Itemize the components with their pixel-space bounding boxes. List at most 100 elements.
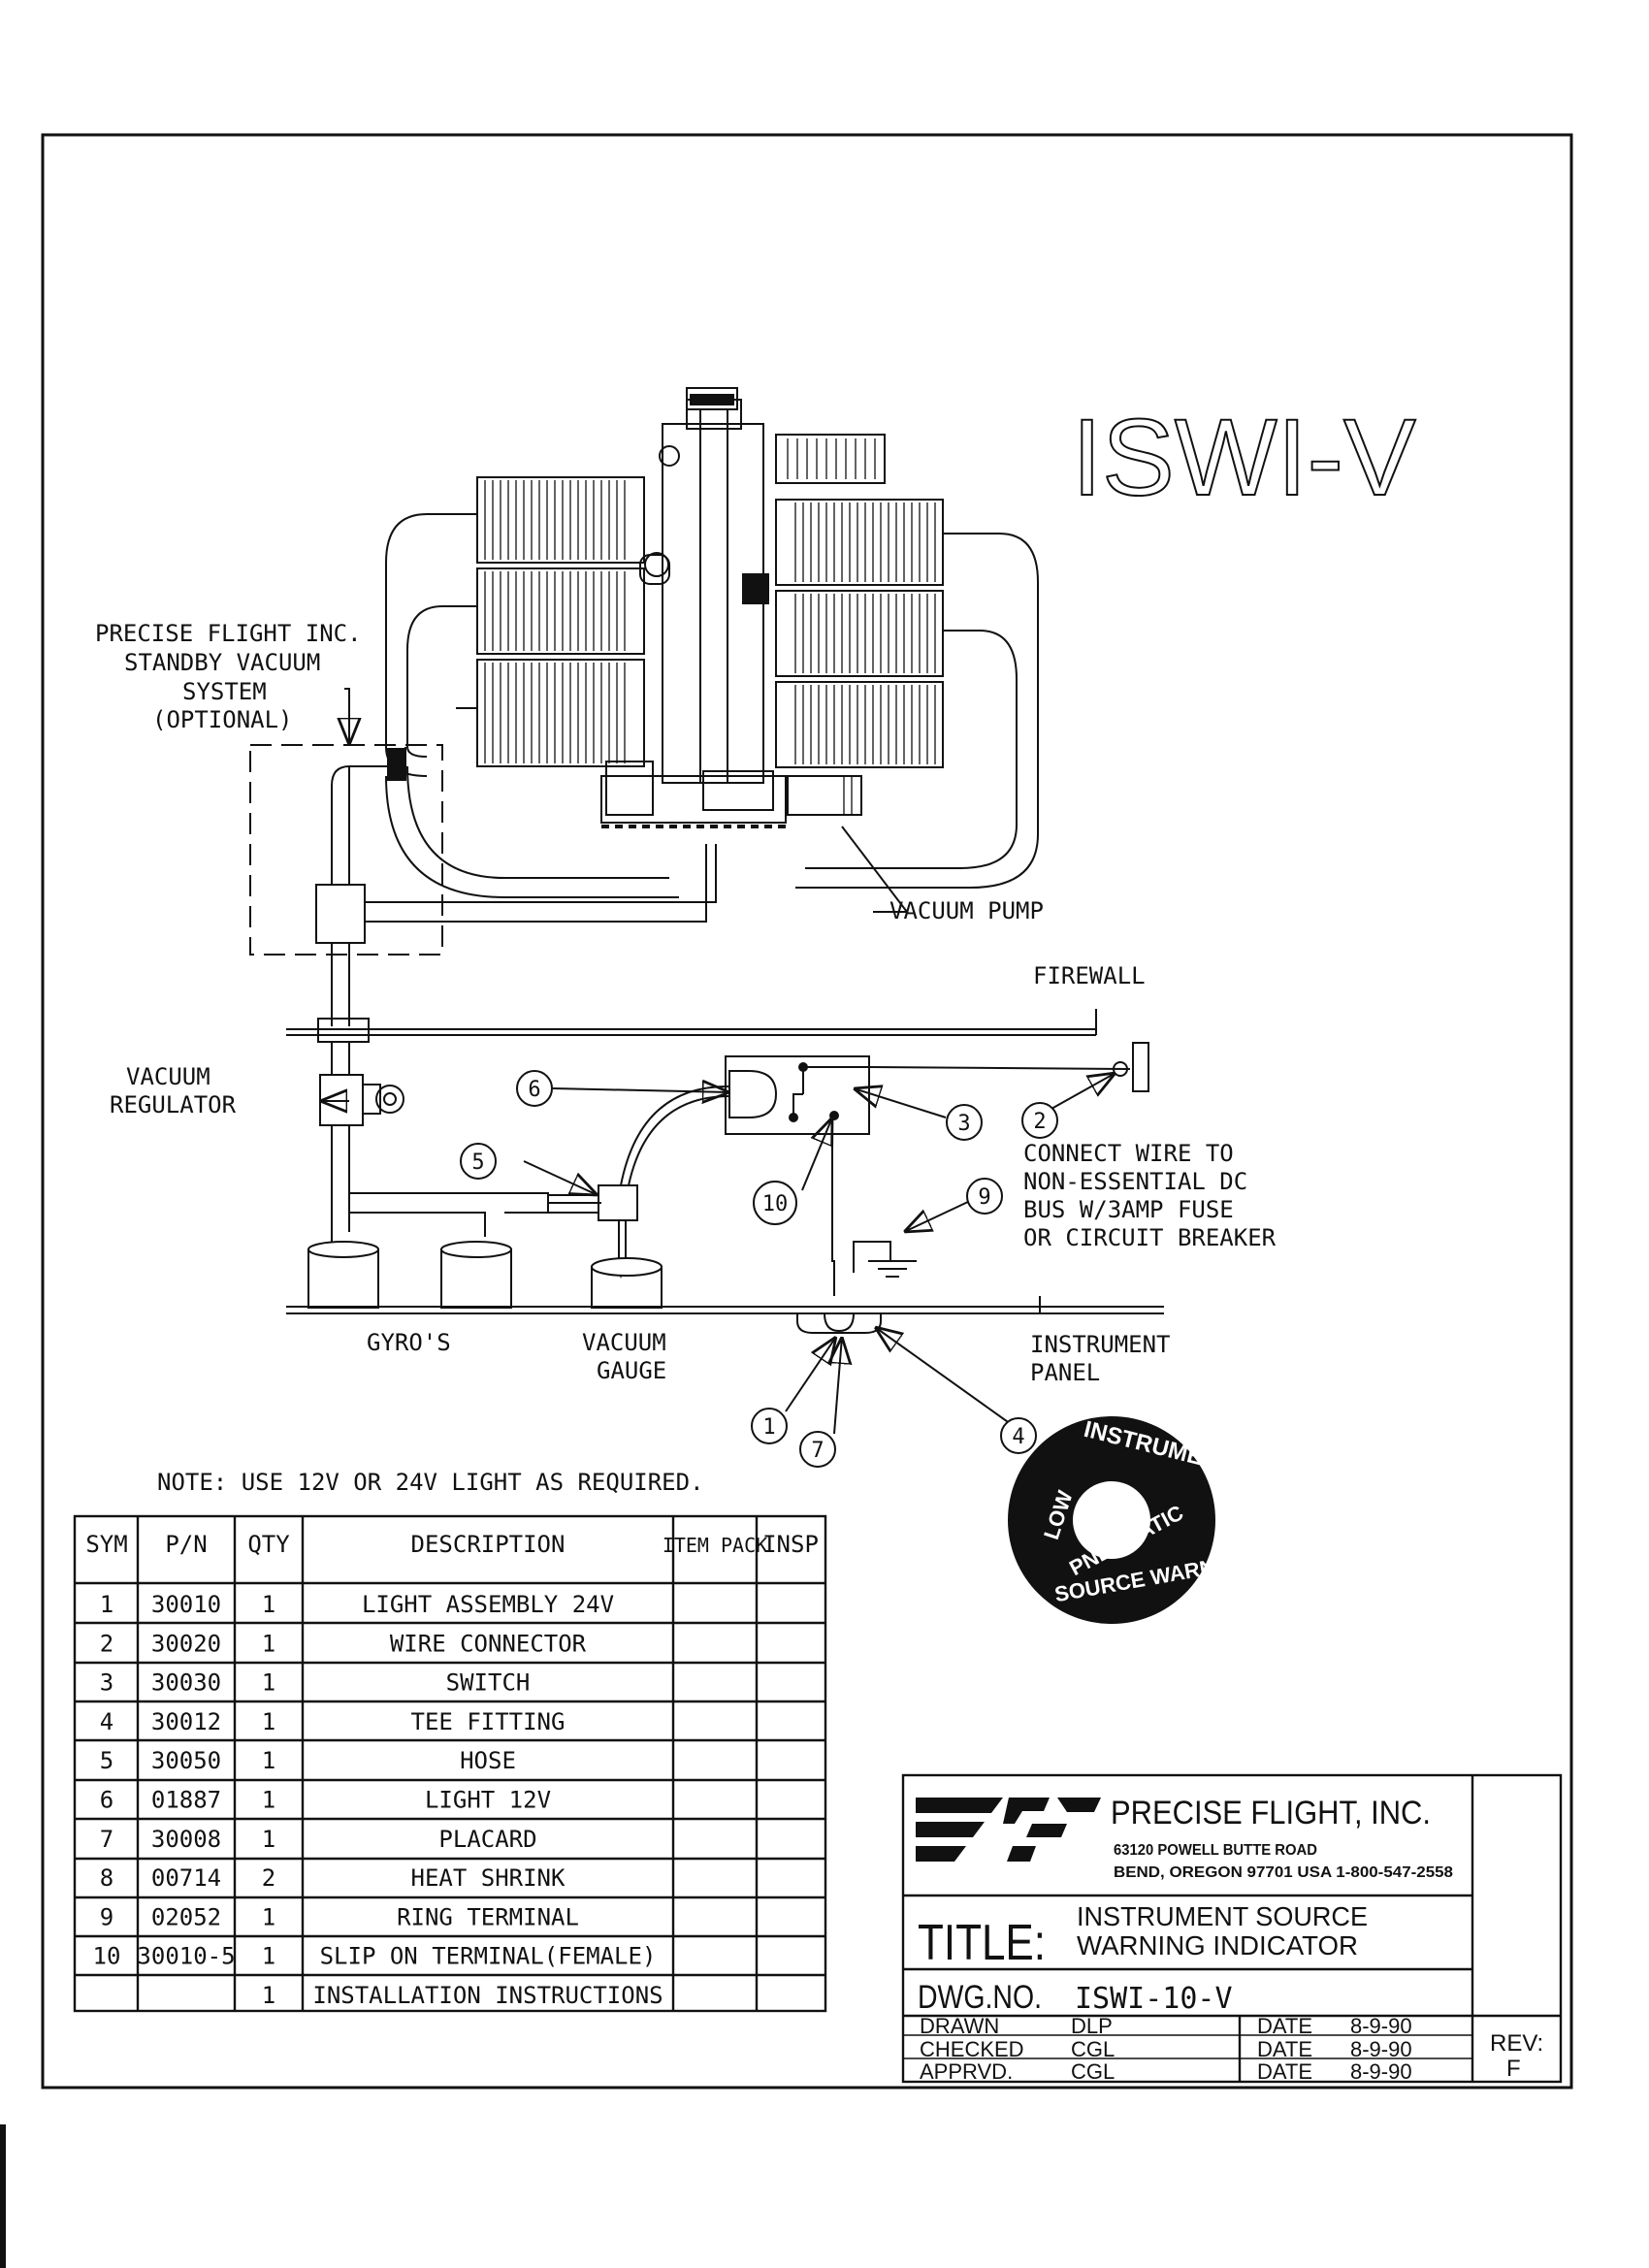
table-cell-pn: 30010-5 [137,1943,235,1970]
table-cell-desc: SLIP ON TERMINAL(FEMALE) [320,1943,657,1970]
table-cell-qty: 1 [262,1903,275,1930]
callout-6 [799,1431,836,1468]
firewall-line [286,1009,1097,1036]
table-cell-pn: 30050 [151,1747,221,1774]
rev-value: F [1506,2056,1521,2082]
table-cell-desc: INSTALLATION INSTRUCTIONS [312,1982,663,2009]
table-cell-sym: 5 [100,1747,113,1774]
callout-10 [753,1181,797,1225]
table-cell-pn: 30030 [151,1669,221,1697]
table-cell-sym: 10 [93,1943,121,1970]
table-cell-sym: 2 [100,1630,113,1657]
instrument-panel-label-1: INSTRUMENT [1030,1331,1171,1358]
table-cell-pn: 30008 [151,1826,221,1853]
callout-3 [946,1104,983,1141]
table-cell-qty: 1 [262,1943,275,1970]
title-label: TITLE: [918,1915,1046,1971]
vacuum-gauge-label-2: GAUGE [597,1357,666,1384]
placard-disc: INSTRUMENT LOW PNEUMATIC SOURCE WARNING [1008,1416,1254,1624]
callout-4-label: 5 [471,1150,484,1175]
dwg-value: ISWI-10-V [1075,1982,1233,2016]
scan-edge-mark [0,2124,6,2268]
table-cell-desc: LIGHT ASSEMBLY 24V [362,1591,614,1618]
instrument-panel-label-2: PANEL [1030,1359,1100,1386]
table-cell-qty: 1 [262,1591,275,1618]
standby-label-1: PRECISE FLIGHT INC. [95,620,362,647]
header-item-pack: ITEM PACK [663,1534,767,1557]
callout-7 [1000,1417,1037,1454]
callout-1 [751,1408,788,1444]
vacuum-gauge-label-1: VACUUM [582,1329,666,1356]
table-cell-pn: 30012 [151,1708,221,1735]
parts-table [73,1514,827,2013]
table-cell-qty: 1 [262,1708,275,1735]
header-insp: INSP [762,1531,819,1558]
callout-leaders [320,688,1116,1435]
drawn-date: 8-9-90 [1350,2014,1412,2038]
dwg-label: DWG.NO. [918,1979,1042,2016]
table-cell-pn: 30010 [151,1591,221,1618]
table-cell-qty: 2 [262,1864,275,1892]
table-cell-pn: 00714 [151,1864,221,1892]
drawn-by: DLP [1071,2014,1113,2038]
title-line-2: WARNING INDICATOR [1077,1930,1358,1960]
vacuum-pump-label: VACUUM PUMP [889,897,1044,924]
table-cell-desc: HOSE [460,1747,516,1774]
table-cell-desc: LIGHT 12V [425,1787,551,1814]
header-pn: P/N [165,1531,207,1558]
tee-and-gauge [547,1085,730,1309]
table-cell-desc: TEE FITTING [411,1708,566,1735]
approved-date-label: DATE [1257,2059,1312,2084]
table-cell-desc: HEAT SHRINK [411,1864,566,1892]
table-cell-sym: 3 [100,1669,113,1697]
table-cell-qty: 1 [262,1787,275,1814]
approved-by: CGL [1071,2059,1115,2084]
table-cell-sym: 8 [100,1864,113,1892]
firewall-label: FIREWALL [1033,962,1146,989]
header-description: DESCRIPTION [411,1531,566,1558]
table-cell-qty: 1 [262,1747,275,1774]
callout-3-label: 3 [957,1112,970,1136]
table-cell-qty: 1 [262,1826,275,1853]
table-cell-desc: SWITCH [446,1669,531,1697]
standby-label-2: STANDBY VACUUM [124,649,320,676]
gyros-label: GYRO'S [367,1329,451,1356]
table-cell-pn: 02052 [151,1903,221,1930]
checked-by: CGL [1071,2037,1115,2061]
company-logo [916,1798,1101,1862]
table-cell-pn: 30020 [151,1630,221,1657]
drawing-code: ISWI-V [1072,397,1416,518]
checked-date-label: DATE [1257,2037,1312,2061]
sheet-border [41,133,1573,2090]
table-cell-qty: 1 [262,1982,275,2009]
vacuum-regulator-label-2: REGULATOR [110,1091,237,1118]
title-block [901,1773,1563,2084]
instrument-panel-line [286,1296,1164,1314]
rev-label: REV: [1490,2030,1543,2057]
title-line-1: INSTRUMENT SOURCE [1077,1901,1368,1931]
gyros [307,1241,512,1309]
note-label: NOTE: USE 12V OR 24V LIGHT AS REQUIRED. [157,1469,704,1496]
callout-1-label: 1 [762,1415,775,1440]
connect-wire-label-3: BUS W/3AMP FUSE [1023,1196,1234,1223]
header-qty: QTY [247,1531,290,1558]
callout-bubbles [460,1070,1058,1468]
standby-label-3: SYSTEM [182,678,267,705]
callout-2 [1021,1102,1058,1139]
engine-illustration [385,387,1039,898]
table-cell-desc: WIRE CONNECTOR [390,1630,587,1657]
callout-7-label: 4 [1012,1425,1024,1449]
checked-date: 8-9-90 [1350,2037,1412,2061]
table-cell-sym: 7 [100,1826,113,1853]
callout-4 [460,1143,497,1180]
callout-5 [516,1070,553,1107]
connect-wire-label-4: OR CIRCUIT BREAKER [1023,1224,1277,1251]
approved-date: 8-9-90 [1350,2059,1412,2084]
table-cell-desc: PLACARD [438,1826,536,1853]
callout-6-label: 7 [811,1439,824,1463]
connect-wire-label-2: NON-ESSENTIAL DC [1023,1168,1247,1195]
connect-wire-label-1: CONNECT WIRE TO [1023,1140,1234,1167]
table-cell-sym: 9 [100,1903,113,1930]
checked-label: CHECKED [920,2037,1024,2061]
